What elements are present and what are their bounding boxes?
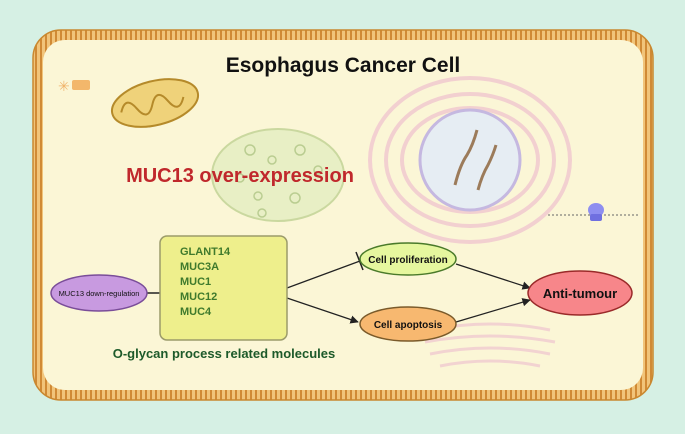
apoptosis-to-outcome-edge <box>455 298 531 323</box>
cell-proliferation-label: Cell proliferation <box>368 255 447 266</box>
proliferation-to-outcome-edge <box>455 263 531 290</box>
svg-text:✳: ✳ <box>58 78 70 94</box>
gene-item: MUC1 <box>180 276 211 288</box>
mitochondrion-icon <box>110 78 200 128</box>
nucleus-icon <box>418 108 522 212</box>
gene-box-caption: O-glycan process related molecules <box>113 346 336 361</box>
promote-apoptosis-edge <box>286 297 359 324</box>
gene-item: GLANT14 <box>180 246 231 258</box>
gene-item: MUC4 <box>180 306 212 318</box>
membrane-receptor-icon <box>548 203 640 221</box>
diagram-title: Esophagus Cancer Cell <box>226 54 461 77</box>
cell-apoptosis-label: Cell apoptosis <box>374 320 443 331</box>
headline-muc13-over-expression: MUC13 over-expression <box>126 165 354 187</box>
cell-proliferation-node <box>359 242 457 276</box>
anti-tumour-label: Anti-tumour <box>543 286 617 301</box>
small-organelle-icon: ✳ <box>58 78 90 94</box>
endoplasmic-reticulum-icon <box>368 76 572 244</box>
input-node-muc13-down-regulation <box>50 274 148 312</box>
gene-item: MUC3A <box>180 261 219 273</box>
input-node-label: MUC13 down-regulation <box>59 289 140 298</box>
inhibit-bar <box>355 251 364 271</box>
gene-item: MUC12 <box>180 291 217 303</box>
anti-tumour-node <box>527 270 633 316</box>
cell-apoptosis-node <box>359 306 457 342</box>
inhibit-proliferation-edge <box>286 260 361 289</box>
vesicle-organelle-icon <box>211 128 345 222</box>
gene-box <box>159 235 288 341</box>
